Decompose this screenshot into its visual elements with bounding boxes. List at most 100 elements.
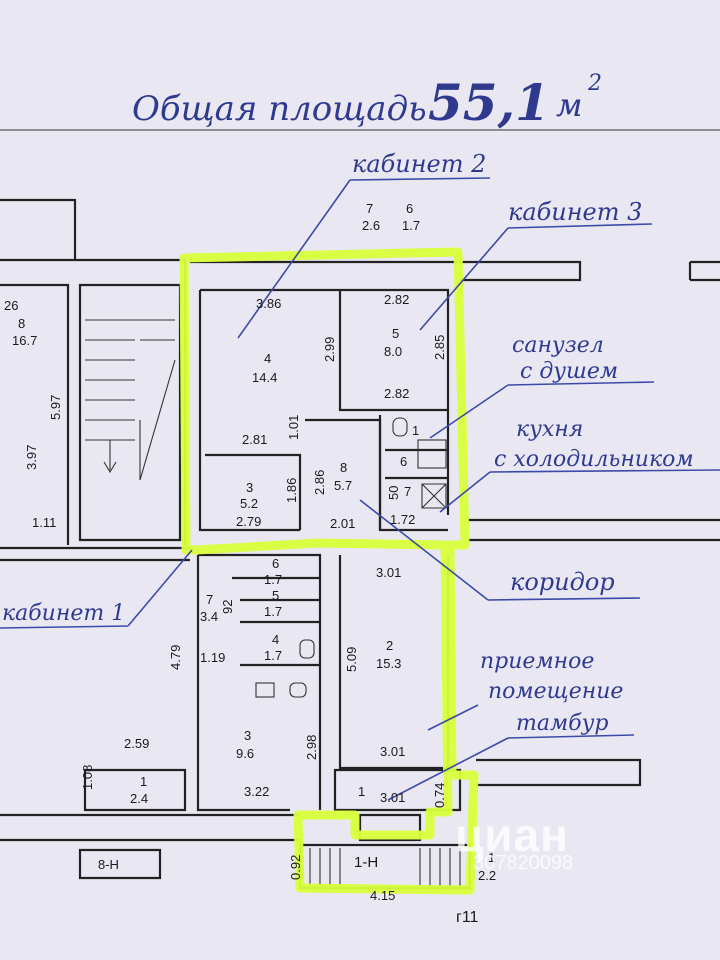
- room-number: 5: [272, 588, 279, 603]
- dimension: 4.15: [370, 888, 395, 903]
- dimension: 3.97: [24, 445, 39, 470]
- area-unit-power: 2: [587, 71, 602, 96]
- stair-label: 8-Н: [98, 857, 119, 872]
- dimension: 3.01: [380, 790, 405, 805]
- toilet-icon: [392, 417, 408, 437]
- room-number: 1: [488, 850, 495, 865]
- area-unit: м: [556, 86, 583, 124]
- room-number: 3: [246, 480, 253, 495]
- note-vestibule: тамбур: [516, 711, 609, 736]
- note-kitchen-fridge: с холодильником: [494, 447, 694, 472]
- room-number: 2: [386, 638, 393, 653]
- note-reception: приемное: [480, 649, 594, 674]
- dimension: 4.79: [168, 645, 183, 670]
- watermark-id: 307820098: [473, 852, 574, 874]
- dimension: 3.22: [244, 784, 269, 799]
- room-area: 1.7: [264, 648, 282, 663]
- note-bathroom: санузел: [512, 333, 604, 358]
- toilet-icon: [299, 639, 315, 659]
- dimension: 1.86: [284, 478, 299, 503]
- sink-icon: [289, 682, 307, 698]
- dimension: 0.92: [288, 855, 303, 880]
- room-number: 7: [206, 592, 213, 607]
- room-area: 9.6: [236, 746, 254, 761]
- note-reception-room: помещение: [488, 679, 623, 704]
- total-area-text: Общая площадь: [132, 89, 427, 129]
- room-number: 8: [340, 460, 347, 475]
- dimension: 2.79: [236, 514, 261, 529]
- room-number: 7: [404, 484, 411, 499]
- dimension: 1.08: [80, 765, 95, 790]
- dimension: 2.82: [384, 292, 409, 307]
- dimension: 2.99: [322, 337, 337, 362]
- stairwell: [85, 319, 461, 888]
- dimension: 1.72: [390, 512, 415, 527]
- room-number: 8: [18, 316, 25, 331]
- room-area: 8.0: [384, 344, 402, 359]
- note-corridor: коридор: [510, 568, 615, 596]
- dimension: 2.85: [432, 335, 447, 360]
- room-area: 5.2: [240, 496, 258, 511]
- dimension: 50: [386, 486, 401, 500]
- annotations: кабинет 2 кабинет 3 санузел с душем кухн…: [0, 150, 720, 801]
- dimension: 5.97: [48, 395, 63, 420]
- fridge-icon: [421, 483, 447, 509]
- room-area: 5.7: [334, 478, 352, 493]
- watermark-brand: циан: [455, 809, 569, 861]
- fixtures: [255, 417, 447, 698]
- room-number: 1: [358, 784, 365, 799]
- total-area-heading: Общая площадь 55,1 м 2: [132, 71, 602, 132]
- room-area: 14.4: [252, 370, 277, 385]
- note-kitchen: кухня: [516, 417, 583, 442]
- room-labels: 7 2.6 6 1.7 26 8 16.7 3.97 5.97 1.11 3.8…: [4, 201, 496, 926]
- watermark: циан 307820098: [455, 808, 573, 875]
- dimension: 2.81: [242, 432, 267, 447]
- room-number: 5: [392, 326, 399, 341]
- dimension: 26: [4, 298, 18, 313]
- dimension: 3.86: [256, 296, 281, 311]
- dimension: 1.19: [200, 650, 225, 665]
- room-number: 4: [264, 351, 271, 366]
- room-number: 7: [366, 201, 373, 216]
- room-number: 1: [412, 423, 419, 438]
- dimension: 0.74: [432, 783, 447, 808]
- total-area-value: 55,1: [428, 73, 550, 132]
- note-cabinet1: кабинет 1: [2, 601, 125, 626]
- room-area: 2.6: [362, 218, 380, 233]
- room-number: 6: [400, 454, 407, 469]
- note-cabinet2: кабинет 2: [352, 150, 486, 178]
- dimension: 5.09: [344, 647, 359, 672]
- dimension: 2.86: [312, 470, 327, 495]
- shower-icon: [417, 439, 447, 469]
- room-area: 1.7: [402, 218, 420, 233]
- room-number: 3: [244, 728, 251, 743]
- dimension: 2.59: [124, 736, 149, 751]
- dimension: 3.01: [376, 565, 401, 580]
- room-area: 2.2: [478, 868, 496, 883]
- room-number: 6: [406, 201, 413, 216]
- room-area: 1.7: [264, 604, 282, 619]
- walls: [0, 198, 720, 890]
- room-number: 4: [272, 632, 279, 647]
- room-number: 1: [140, 774, 147, 789]
- dimension: 1.11: [32, 515, 56, 530]
- room-area: 2.4: [130, 791, 148, 806]
- room-area: 1.7: [264, 572, 282, 587]
- stair-label: 1-Н: [354, 854, 378, 871]
- highlight-outline: [179, 247, 479, 895]
- note-cabinet3: кабинет 3: [508, 198, 642, 226]
- dimension: 2.98: [304, 735, 319, 760]
- stove-icon: [255, 682, 275, 698]
- sheet-number: г11: [456, 909, 479, 926]
- dimension: 3.01: [380, 744, 405, 759]
- room-area: 16.7: [12, 333, 37, 348]
- room-area: 15.3: [376, 656, 401, 671]
- room-number: 6: [272, 556, 279, 571]
- dimension: 1.01: [286, 415, 301, 440]
- note-bathroom-shower: с душем: [520, 359, 618, 384]
- dimension: 92: [220, 600, 235, 614]
- dimension: 2.82: [384, 386, 409, 401]
- dimension: 2.01: [330, 516, 355, 531]
- room-area: 3.4: [200, 609, 218, 624]
